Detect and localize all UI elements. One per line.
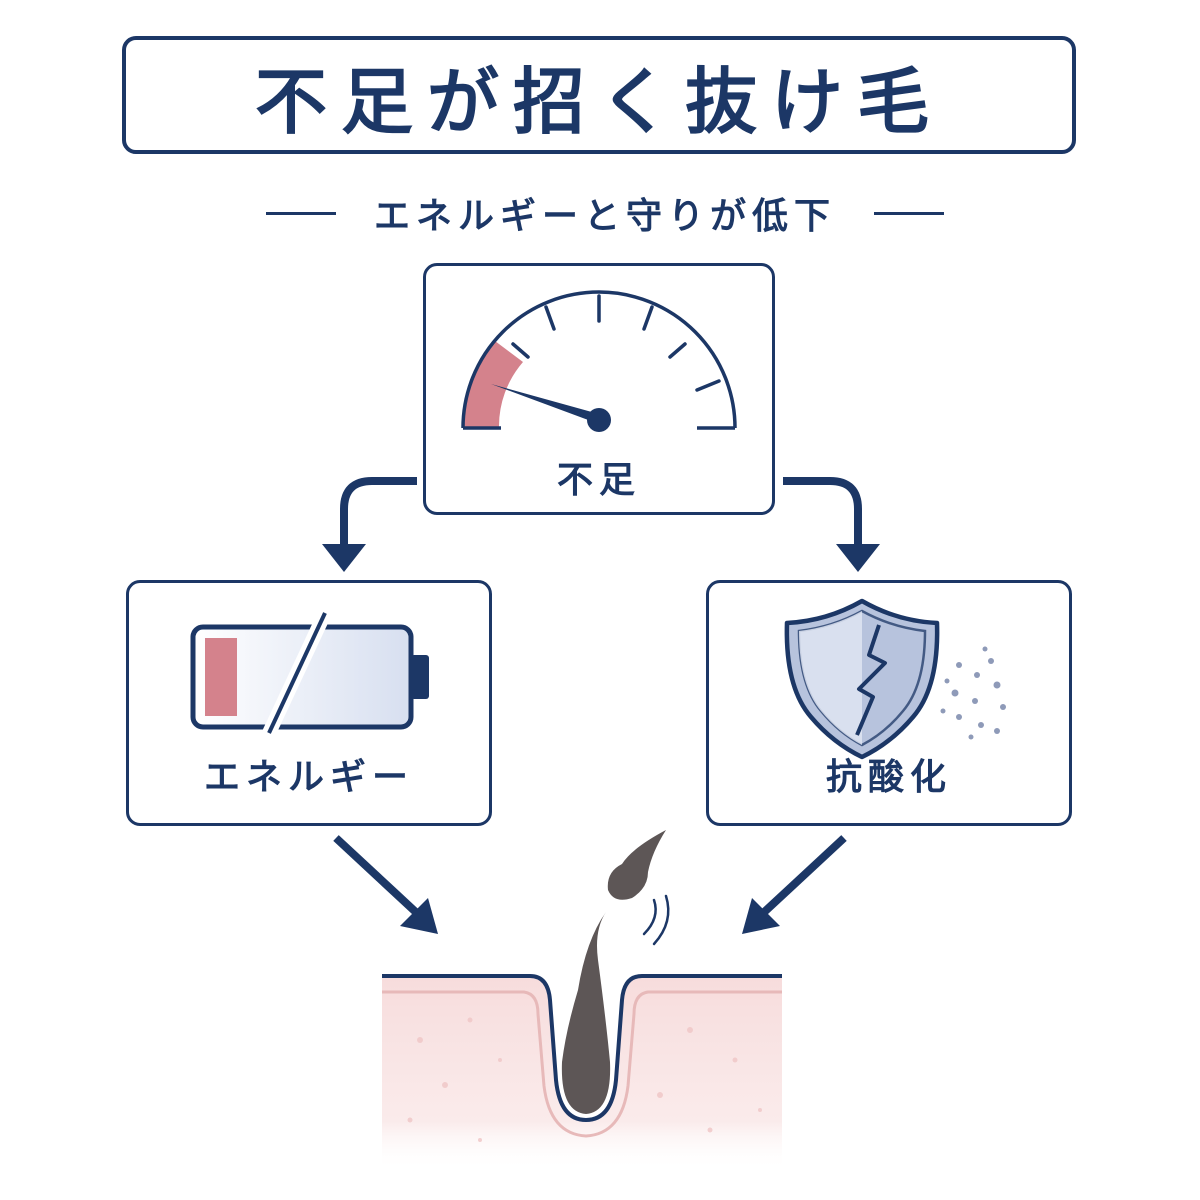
scalp-illustration	[382, 830, 782, 1170]
arrow-energy-to-scalp	[333, 835, 438, 934]
cracked-shield-icon	[784, 598, 1006, 760]
arrow-shortage-to-antioxidant	[783, 477, 880, 572]
arrow-antioxidant-to-scalp	[742, 835, 847, 934]
subtitle-line-left	[265, 211, 336, 215]
particles	[940, 646, 1006, 740]
subtitle-row: エネルギーと守りが低下	[180, 185, 1030, 241]
subtitle: エネルギーと守りが低下	[373, 196, 836, 237]
node-label-shortage: 不足	[556, 460, 641, 501]
node-label-antioxidant: 抗酸化	[825, 757, 952, 798]
node-energy: エネルギー	[126, 580, 492, 826]
battery-low-icon	[190, 610, 429, 736]
node-label-energy: エネルギー	[203, 757, 414, 798]
node-shortage: 不足	[423, 263, 775, 515]
node-antioxidant: 抗酸化	[706, 580, 1072, 826]
falling-hair-icon	[607, 830, 666, 900]
arrow-shortage-to-energy	[322, 477, 417, 572]
title-box: 不足が招く抜け毛	[122, 36, 1076, 154]
subtitle-line-right	[874, 211, 944, 215]
gauge-icon	[461, 290, 737, 432]
page-title: 不足が招く抜け毛	[254, 59, 943, 144]
